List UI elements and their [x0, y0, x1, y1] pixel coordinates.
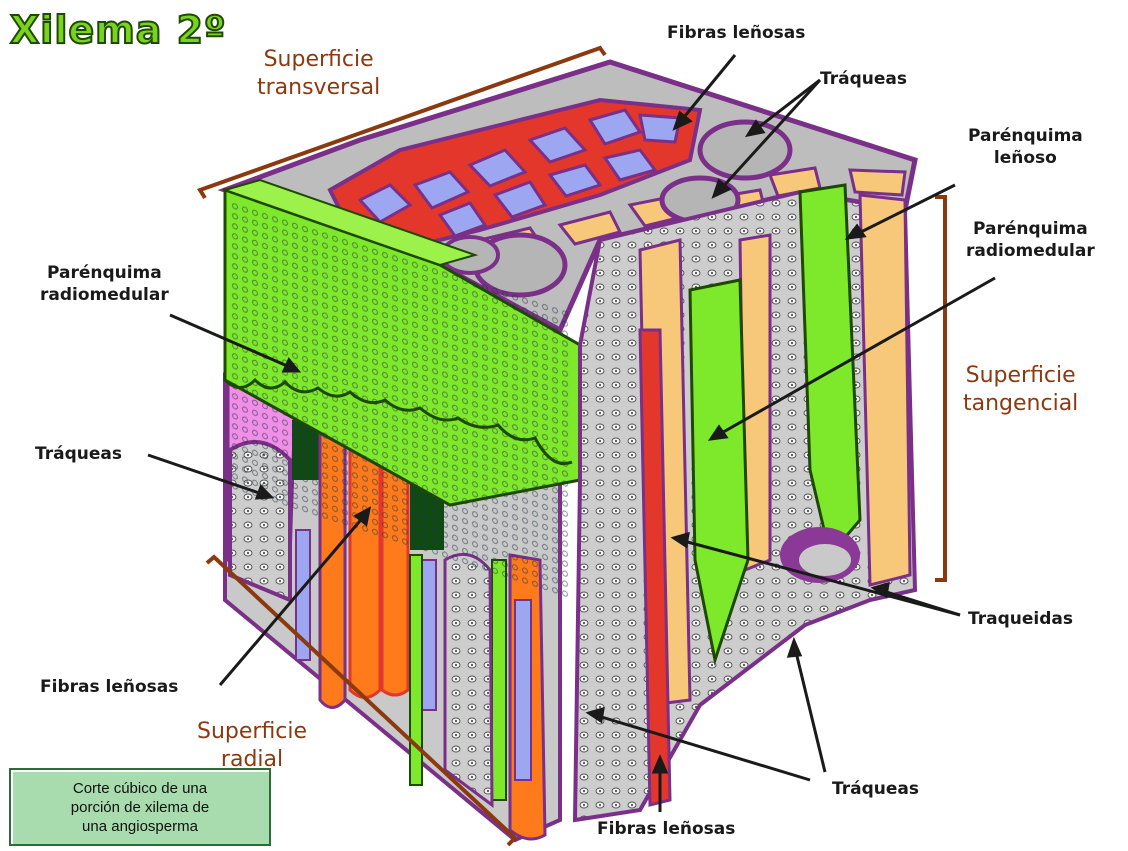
label-parenquima-radiomedular-right-line1: Parénquima	[966, 218, 1095, 240]
label-traqueas-top: Tráqueas	[820, 68, 907, 90]
label-traqueas-bottom: Tráqueas	[832, 778, 919, 800]
label-parenquima-radiomedular-left-line2: radiomedular	[40, 284, 169, 306]
label-parenquima-radiomedular-left: Parénquima radiomedular	[40, 262, 169, 306]
surface-transversal-label: Superficie transversal	[257, 46, 380, 102]
surface-transversal-line1: Superficie	[257, 46, 380, 74]
surface-radial-line1: Superficie	[197, 718, 307, 746]
label-parenquima-lenoso-line1: Parénquima	[968, 125, 1083, 147]
label-parenquima-radiomedular-left-line1: Parénquima	[40, 262, 169, 284]
caption-box: Corte cúbico de una porción de xilema de…	[9, 768, 271, 846]
label-parenquima-radiomedular-right-line2: radiomedular	[966, 240, 1095, 262]
surface-tangencial-label: Superficie tangencial	[963, 362, 1078, 418]
label-fibras-bottom: Fibras leñosas	[597, 818, 735, 840]
label-fibras-top: Fibras leñosas	[667, 22, 805, 44]
label-fibras-left: Fibras leñosas	[40, 676, 178, 698]
label-parenquima-radiomedular-right: Parénquima radiomedular	[966, 218, 1095, 262]
caption-line3: una angiosperma	[11, 817, 269, 836]
surface-transversal-line2: transversal	[257, 74, 380, 102]
label-traqueas-left: Tráqueas	[35, 443, 122, 465]
caption-line2: porción de xilema de	[11, 798, 269, 817]
surface-tangencial-line1: Superficie	[963, 362, 1078, 390]
label-parenquima-lenoso-line2: leñoso	[968, 147, 1083, 169]
label-traqueidas: Traqueidas	[968, 608, 1073, 630]
surface-radial-label: Superficie radial	[197, 718, 307, 774]
surface-tangencial-line2: tangencial	[963, 390, 1078, 418]
caption-line1: Corte cúbico de una	[11, 779, 269, 798]
diagram-title: Xilema 2º	[10, 8, 226, 52]
label-parenquima-lenoso: Parénquima leñoso	[968, 125, 1083, 169]
